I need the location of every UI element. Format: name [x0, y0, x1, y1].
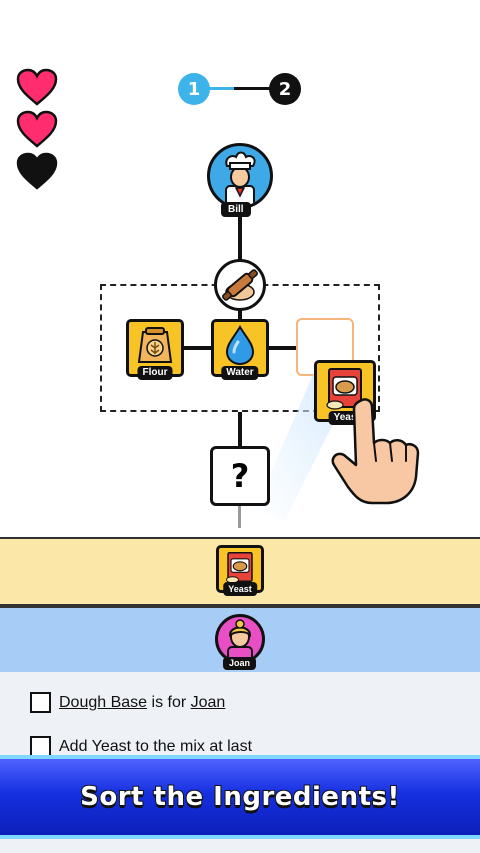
result-mystery-box: ?	[210, 446, 270, 506]
connector-result-bottom	[238, 506, 241, 528]
life-heart-icon-2	[16, 110, 58, 148]
chef-avatar	[207, 143, 273, 209]
person-icon	[227, 619, 253, 661]
life-heart-icon-1	[16, 68, 58, 106]
connector-tool-water	[238, 306, 242, 320]
task-1-part-1: Dough Base	[59, 693, 148, 711]
band-tile-label: Yeast	[223, 582, 257, 596]
chef-name-tag: Bill	[221, 202, 251, 217]
progress-line-rest	[234, 87, 272, 90]
yeast-packet-icon	[226, 552, 253, 584]
person-band: Joan	[0, 606, 480, 674]
task-item-1[interactable]: Dough Base is for Joan	[30, 692, 225, 713]
yeast-packet-icon	[326, 368, 362, 410]
connector-chef-tool	[238, 214, 242, 262]
connector-box-result	[238, 412, 242, 446]
progress-step-1: 1	[178, 73, 210, 105]
task-1-part-2: is for	[147, 693, 191, 711]
rolling-pin-icon	[222, 269, 258, 301]
instruction-banner: Sort the Ingredients!	[0, 755, 480, 839]
life-heart-icon-3	[16, 152, 58, 190]
ingredient-tile-water[interactable]: Water	[211, 319, 269, 380]
band-tile-yeast[interactable]: Yeast	[216, 545, 264, 596]
chef-icon	[225, 151, 256, 206]
task-item-2[interactable]: Add Yeast to the mix at last	[30, 736, 252, 757]
progress-step-2: 2	[269, 73, 301, 105]
flour-sack-icon	[137, 327, 173, 363]
pointing-hand-icon	[331, 398, 420, 505]
progress-line	[206, 87, 234, 90]
ingredient-band: Yeast	[0, 537, 480, 606]
ingredient-label-water: Water	[221, 366, 259, 380]
banner-text: Sort the Ingredients!	[79, 781, 400, 813]
task-1-part-3: Joan	[190, 693, 226, 711]
rolling-pin-tool	[214, 259, 266, 311]
ingredient-tile-flour[interactable]: Flour	[126, 319, 184, 380]
task-checkbox-2[interactable]	[30, 736, 51, 757]
water-drop-icon	[225, 325, 255, 366]
joan-avatar[interactable]	[215, 614, 265, 664]
connector-flour-water	[184, 346, 212, 350]
ingredient-label-flour: Flour	[137, 366, 173, 380]
task-2-text: Add Yeast to the mix at last	[59, 737, 253, 755]
task-checkbox-1[interactable]	[30, 692, 51, 713]
connector-water-slot	[268, 346, 296, 350]
bottom-strip	[0, 839, 480, 853]
joan-name-tag: Joan	[223, 657, 257, 670]
